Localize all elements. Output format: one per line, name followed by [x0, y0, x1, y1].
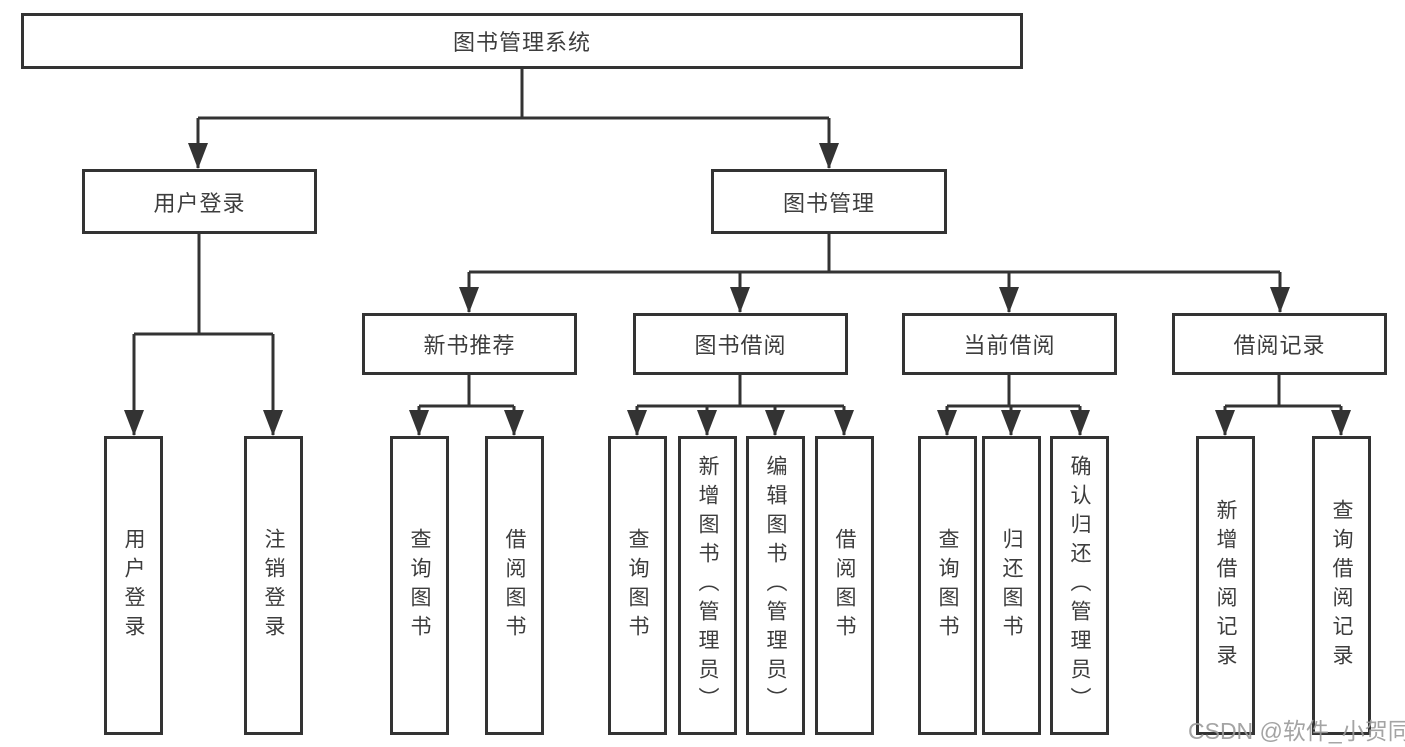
- leaf-borrow-borrow-books: 借阅图书: [815, 436, 874, 735]
- node-root-system: 图书管理系统: [21, 13, 1023, 69]
- leaf-current-return-books-label: 归还图书: [1000, 527, 1023, 644]
- edge-root-to-level2: [188, 69, 839, 169]
- leaf-rec-query-books-label: 查询图书: [408, 527, 431, 644]
- leaf-rec-query-books: 查询图书: [390, 436, 449, 735]
- leaf-logout: 注销登录: [244, 436, 303, 735]
- node-borrow-records: 借阅记录: [1172, 313, 1387, 375]
- leaf-borrow-borrow-books-label: 借阅图书: [833, 527, 856, 644]
- node-new-book-rec-label: 新书推荐: [423, 333, 516, 358]
- node-user-login-label: 用户登录: [153, 190, 246, 216]
- edge-borrow-records-to-leaves: [1215, 375, 1351, 436]
- node-user-login: 用户登录: [82, 169, 317, 234]
- csdn-watermark: CSDN @软件_小贺同学: [1188, 718, 1405, 744]
- leaf-borrow-query-books-label: 查询图书: [626, 527, 649, 644]
- leaf-borrow-add-books: 新增图书（管理员）: [678, 436, 737, 735]
- node-current-borrow: 当前借阅: [902, 313, 1117, 375]
- leaf-current-query-books: 查询图书: [918, 436, 977, 735]
- leaf-current-query-books-label: 查询图书: [936, 527, 959, 644]
- edge-current-borrow-to-leaves: [937, 375, 1090, 436]
- node-current-borrow-label: 当前借阅: [963, 333, 1056, 358]
- edge-book-borrow-to-leaves: [627, 375, 854, 436]
- node-new-book-rec: 新书推荐: [362, 313, 577, 375]
- leaf-rec-borrow-books: 借阅图书: [485, 436, 544, 735]
- leaf-current-return-books: 归还图书: [982, 436, 1041, 735]
- edge-user-login-to-leaves: [124, 234, 283, 436]
- leaf-borrow-edit-books: 编辑图书（管理员）: [746, 436, 805, 735]
- node-book-mgmt-label: 图书管理: [782, 190, 875, 216]
- leaf-logout-label: 注销登录: [262, 527, 285, 644]
- leaf-borrow-query-books: 查询图书: [608, 436, 667, 735]
- leaf-user-login: 用户登录: [104, 436, 163, 735]
- leaf-records-query-record: 查询借阅记录: [1312, 436, 1371, 735]
- leaf-rec-borrow-books-label: 借阅图书: [503, 527, 526, 644]
- leaf-records-query-record-label: 查询借阅记录: [1330, 498, 1353, 673]
- node-book-mgmt: 图书管理: [711, 169, 947, 234]
- node-book-borrow-label: 图书借阅: [694, 333, 787, 358]
- leaf-records-add-record-label: 新增借阅记录: [1214, 498, 1237, 673]
- leaf-borrow-add-books-label: 新增图书（管理员）: [696, 455, 719, 716]
- edge-book-mgmt-to-level3: [459, 234, 1290, 313]
- leaf-current-confirm-return: 确认归还（管理员）: [1050, 436, 1109, 735]
- leaf-current-confirm-return-label: 确认归还（管理员）: [1068, 455, 1091, 716]
- node-borrow-records-label: 借阅记录: [1233, 333, 1326, 358]
- node-book-borrow: 图书借阅: [633, 313, 848, 375]
- leaf-records-add-record: 新增借阅记录: [1196, 436, 1255, 735]
- node-root-label: 图书管理系统: [452, 30, 591, 55]
- leaf-user-login-label: 用户登录: [122, 527, 145, 644]
- edge-new-book-rec-to-leaves: [409, 375, 524, 436]
- leaf-borrow-edit-books-label: 编辑图书（管理员）: [764, 455, 787, 716]
